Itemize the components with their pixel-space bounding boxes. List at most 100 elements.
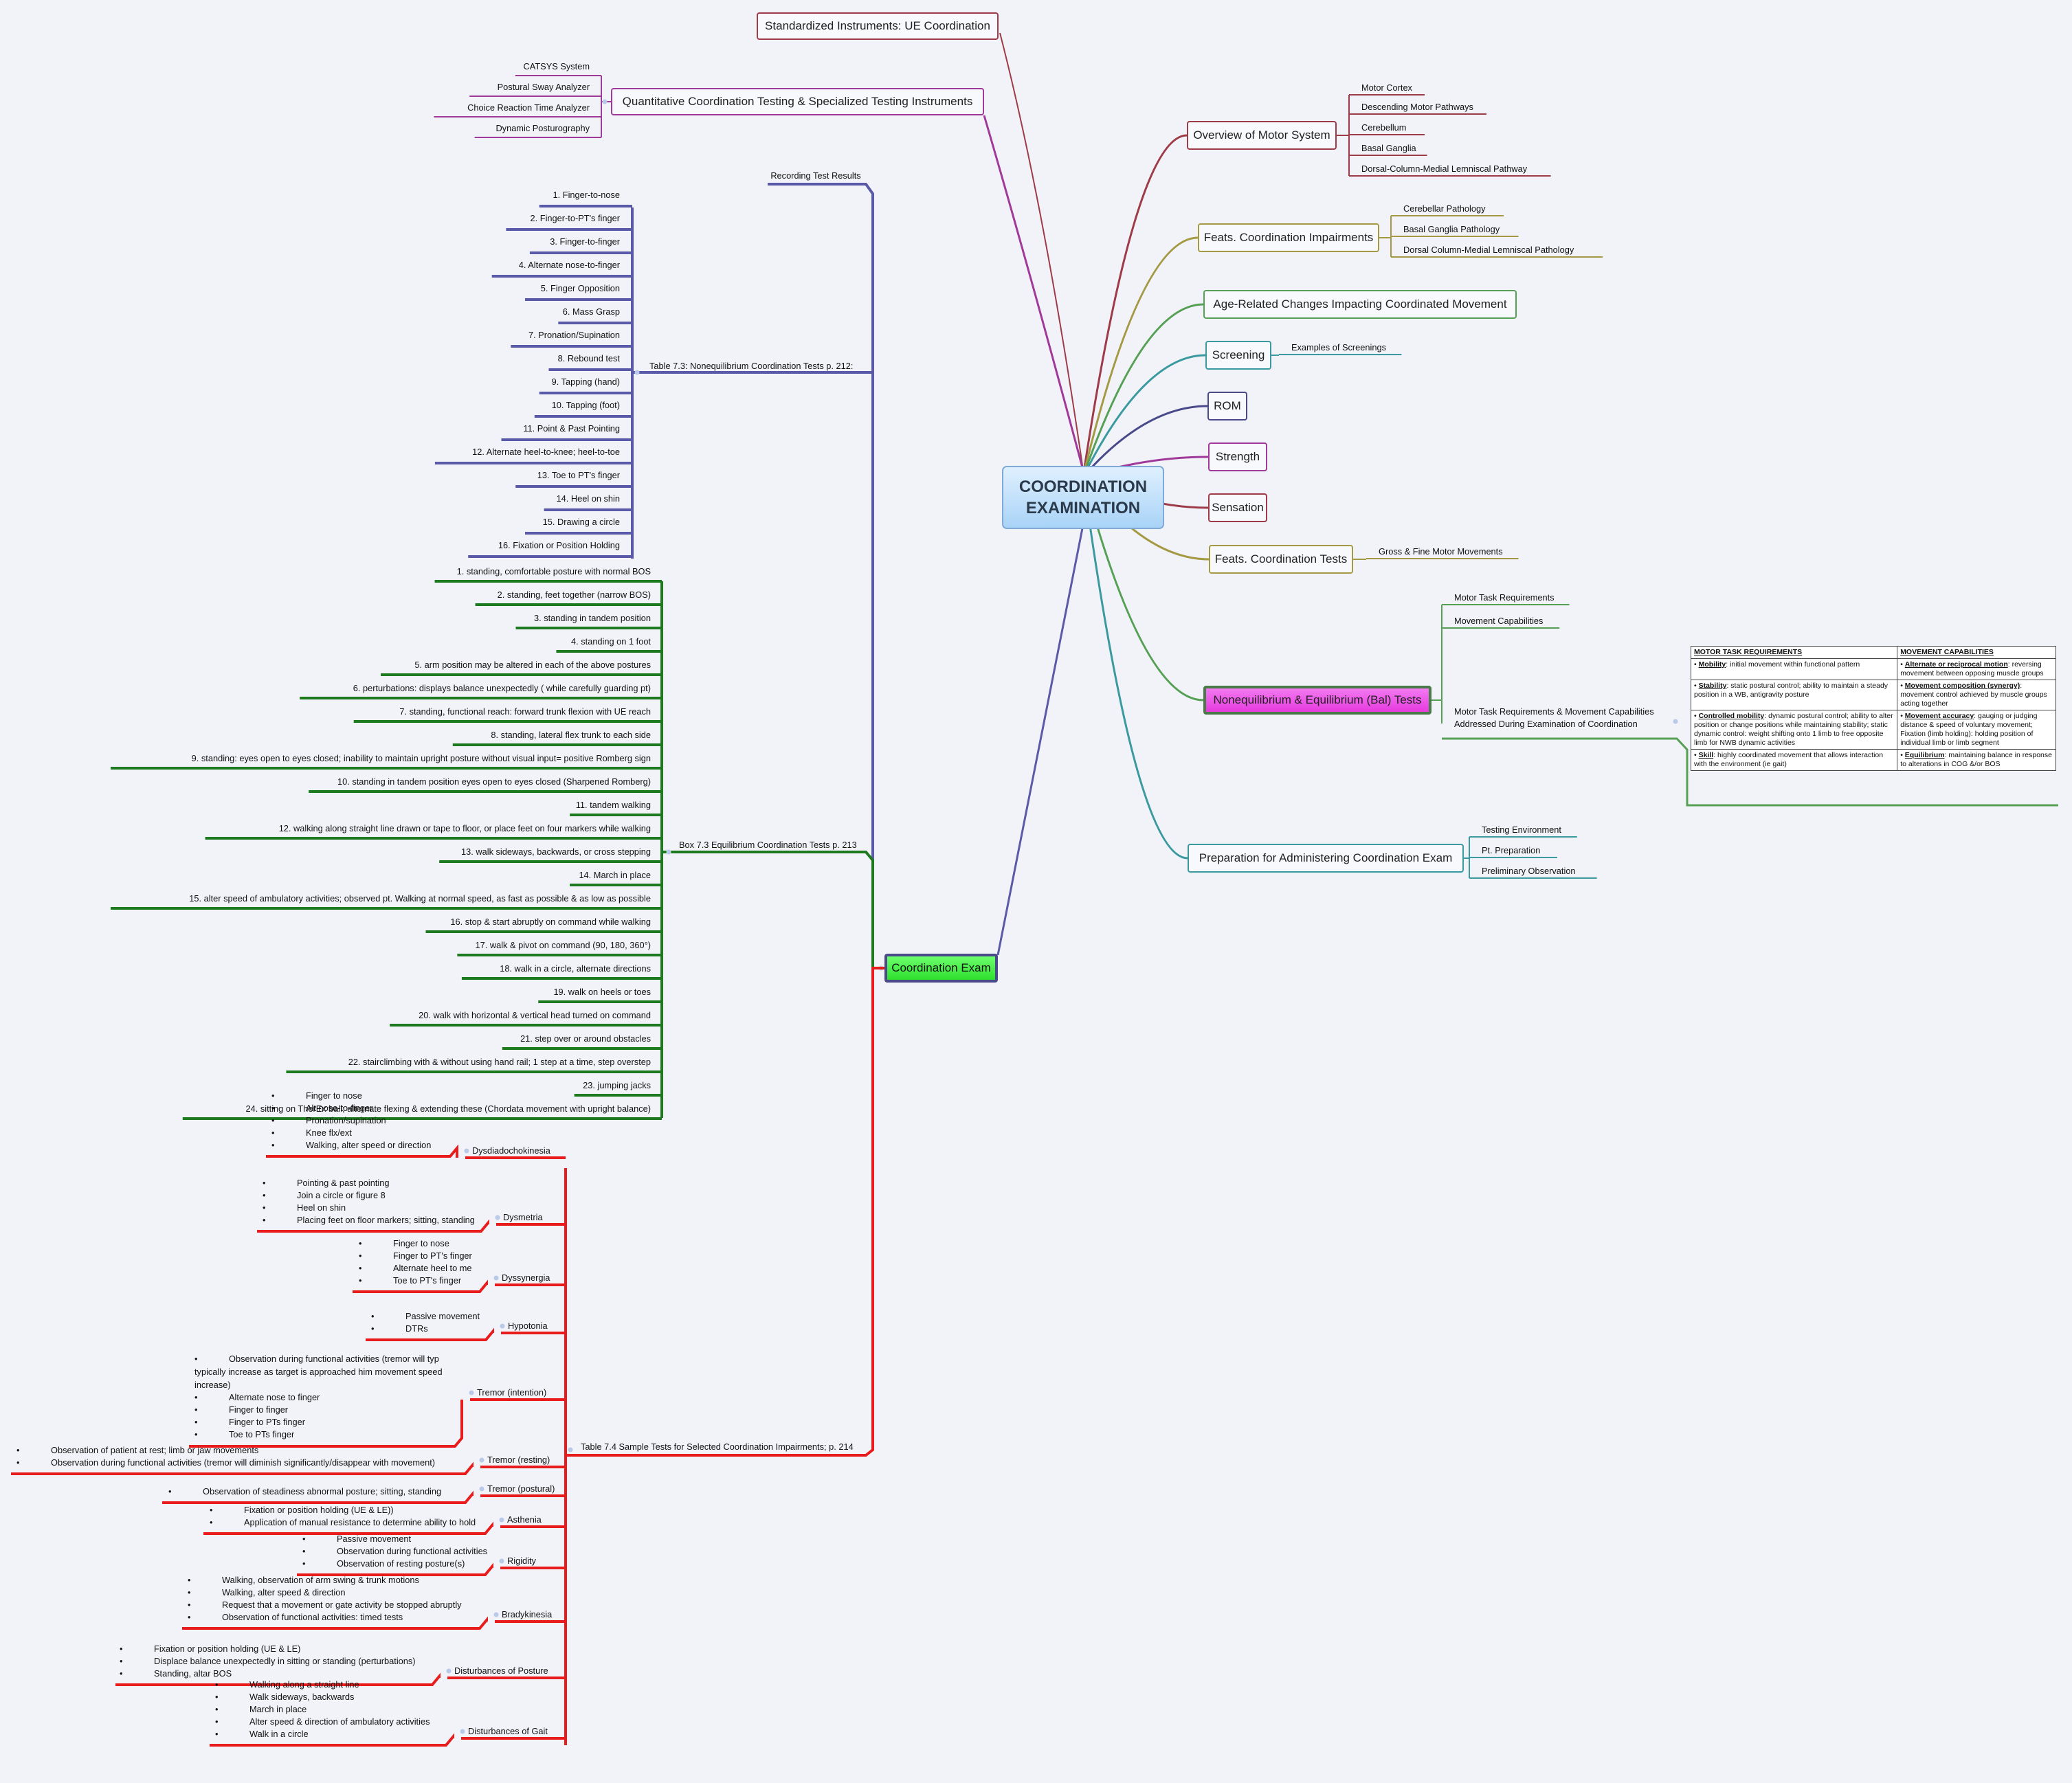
impairment-label: Tremor (intention) xyxy=(477,1387,546,1398)
child-label: Movement Capabilities xyxy=(1454,616,1543,626)
box73-item: 23. jumping jacks xyxy=(583,1080,651,1090)
impairment-label: Tremor (postural) xyxy=(487,1483,555,1494)
topic-7[interactable]: Feats. Coordination Tests xyxy=(1209,545,1353,574)
collapse-dot[interactable] xyxy=(495,1215,500,1220)
table73-item: 9. Tapping (hand) xyxy=(552,377,620,387)
table-row: • Stability: static postural control; ab… xyxy=(1690,680,2056,710)
box73-label: Box 7.3 Equilibrium Coordination Tests p… xyxy=(679,840,857,850)
bullet-dot: • xyxy=(188,1612,190,1622)
bullet-dot: • xyxy=(271,1090,274,1101)
impairment-label: Dysdiadochokinesia xyxy=(472,1145,551,1156)
bullet-dot: • xyxy=(210,1517,212,1527)
bullet-text: Toe to PTs finger xyxy=(229,1429,295,1439)
bullet-dot: • xyxy=(215,1716,218,1727)
connector-path xyxy=(203,1521,493,1535)
topic-1[interactable]: Feats. Coordination Impairments xyxy=(1198,223,1379,252)
box73-item: 7. standing, functional reach: forward t… xyxy=(399,706,651,717)
table73-item: 7. Pronation/Supination xyxy=(528,330,620,340)
bullet-text: Fixation or position holding (UE & LE)) xyxy=(244,1505,394,1515)
collapse-dot[interactable] xyxy=(568,1447,573,1453)
bullet-text: Displace balance unexpectedly in sitting… xyxy=(154,1656,416,1666)
topic-8[interactable]: Nonequilibrium & Equilibrium (Bal) Tests xyxy=(1203,686,1432,715)
bullet-dot: • xyxy=(263,1202,265,1213)
collapse-dot[interactable] xyxy=(446,1668,452,1674)
bullet-text: Passive movement xyxy=(405,1311,480,1321)
bullet-dot: • xyxy=(16,1445,19,1455)
topic-2[interactable]: Age-Related Changes Impacting Coordinate… xyxy=(1203,290,1517,319)
bullet-dot: • xyxy=(359,1275,361,1286)
connector-path xyxy=(1442,737,2058,807)
impairment-label: Dyssynergia xyxy=(502,1272,550,1283)
box73-item: 9. standing: eyes open to eyes closed; i… xyxy=(192,753,651,763)
bullet-text: Walking, alter speed & direction xyxy=(222,1587,345,1597)
child-label: Dynamic Posturography xyxy=(495,123,590,133)
bullet-text: Heel on shin xyxy=(297,1202,346,1213)
collapse-dot[interactable] xyxy=(469,1390,474,1395)
bullet-text: Walking, observation of arm swing & trun… xyxy=(222,1575,419,1585)
topic-standardized[interactable]: Standardized Instruments: UE Coordinatio… xyxy=(757,12,999,40)
collapse-dot[interactable] xyxy=(479,1457,484,1463)
box73-item: 13. walk sideways, backwards, or cross s… xyxy=(461,846,651,857)
bullet-text: Observation during functional activities xyxy=(337,1546,487,1556)
bullet-text: Finger to PT's finger xyxy=(393,1251,473,1261)
topic-5[interactable]: Strength xyxy=(1208,442,1267,471)
bullet-text: Toe to PT's finger xyxy=(393,1275,462,1286)
collapse-dot[interactable] xyxy=(460,1729,465,1734)
connector-path xyxy=(353,1279,488,1293)
box73-item: 6. perturbations: displays balance unexp… xyxy=(353,683,651,693)
topic-9[interactable]: Preparation for Administering Coordinati… xyxy=(1188,844,1464,873)
box73-item: 2. standing, feet together (narrow BOS) xyxy=(498,590,651,600)
bullet-dot: • xyxy=(194,1354,197,1364)
collapse-dot[interactable] xyxy=(634,370,640,375)
bullet-dot: • xyxy=(16,1457,19,1468)
child-label: Descending Motor Pathways xyxy=(1361,102,1473,112)
box73-item: 18. walk in a circle, alternate directio… xyxy=(500,963,651,974)
collapse-dot[interactable] xyxy=(500,1323,505,1329)
collapse-dot[interactable] xyxy=(479,1486,484,1492)
table73-item: 15. Drawing a circle xyxy=(543,517,620,527)
table73-item: 5. Finger Opposition xyxy=(541,283,620,293)
bullet-dot: • xyxy=(194,1429,197,1439)
table-row: • Skill: highly coordinated movement tha… xyxy=(1690,749,2056,771)
child-label: Dorsal Column-Medial Lemniscal Pathology xyxy=(1403,245,1574,255)
topic-4[interactable]: ROM xyxy=(1207,392,1247,420)
bullet-dot: • xyxy=(215,1692,218,1702)
child-label: CATSYS System xyxy=(524,61,590,71)
impairment-label: Bradykinesia xyxy=(502,1609,553,1619)
bullet-text: Finger to nose xyxy=(393,1238,449,1248)
collapse-dot[interactable] xyxy=(493,1275,499,1281)
collapse-dot[interactable] xyxy=(499,1517,504,1523)
bullet-text: Standing, altar BOS xyxy=(154,1668,232,1679)
bullet-dot: • xyxy=(359,1251,361,1261)
topic-quantitative[interactable]: Quantitative Coordination Testing & Spec… xyxy=(611,88,984,115)
topic-3[interactable]: Screening xyxy=(1205,341,1271,370)
bullet-dot: • xyxy=(302,1546,305,1556)
collapse-dot[interactable] xyxy=(464,1148,469,1154)
table73-item: 3. Finger-to-finger xyxy=(550,236,620,247)
collapse-dot[interactable] xyxy=(1673,719,1678,724)
collapse-dot[interactable] xyxy=(666,849,671,855)
box73-item: 12. walking along straight line drawn or… xyxy=(279,823,651,833)
topic-6[interactable]: Sensation xyxy=(1208,493,1267,522)
bullet-text-cont: increase) xyxy=(194,1380,231,1390)
collapse-dot[interactable] xyxy=(602,99,608,104)
bullet-dot: • xyxy=(263,1178,265,1188)
collapse-dot[interactable] xyxy=(493,1612,499,1617)
box73-item: 15. alter speed of ambulatory activities… xyxy=(189,893,651,904)
recording-label: Recording Test Results xyxy=(770,170,860,181)
central-title-line2: EXAMINATION xyxy=(1025,499,1141,517)
box73-item: 8. standing, lateral flex trunk to each … xyxy=(491,730,651,740)
table73-item: 8. Rebound test xyxy=(558,353,621,363)
bullet-text: Alternate nose to finger xyxy=(229,1392,320,1402)
collapse-dot[interactable] xyxy=(499,1558,504,1564)
box73-item: 10. standing in tandem position eyes ope… xyxy=(337,776,651,787)
child-label: Cerebellar Pathology xyxy=(1403,203,1486,214)
coord-exam-node[interactable]: Coordination Exam xyxy=(884,954,998,983)
box73-item: 3. standing in tandem position xyxy=(534,613,651,623)
table73-item: 14. Heel on shin xyxy=(557,493,620,504)
box73-item: 20. walk with horizontal & vertical head… xyxy=(419,1010,651,1020)
bullet-text: Observation during functional activities… xyxy=(51,1457,435,1468)
box73-item: 17. walk & pivot on command (90, 180, 36… xyxy=(475,940,651,950)
topic-0[interactable]: Overview of Motor System xyxy=(1187,121,1337,150)
